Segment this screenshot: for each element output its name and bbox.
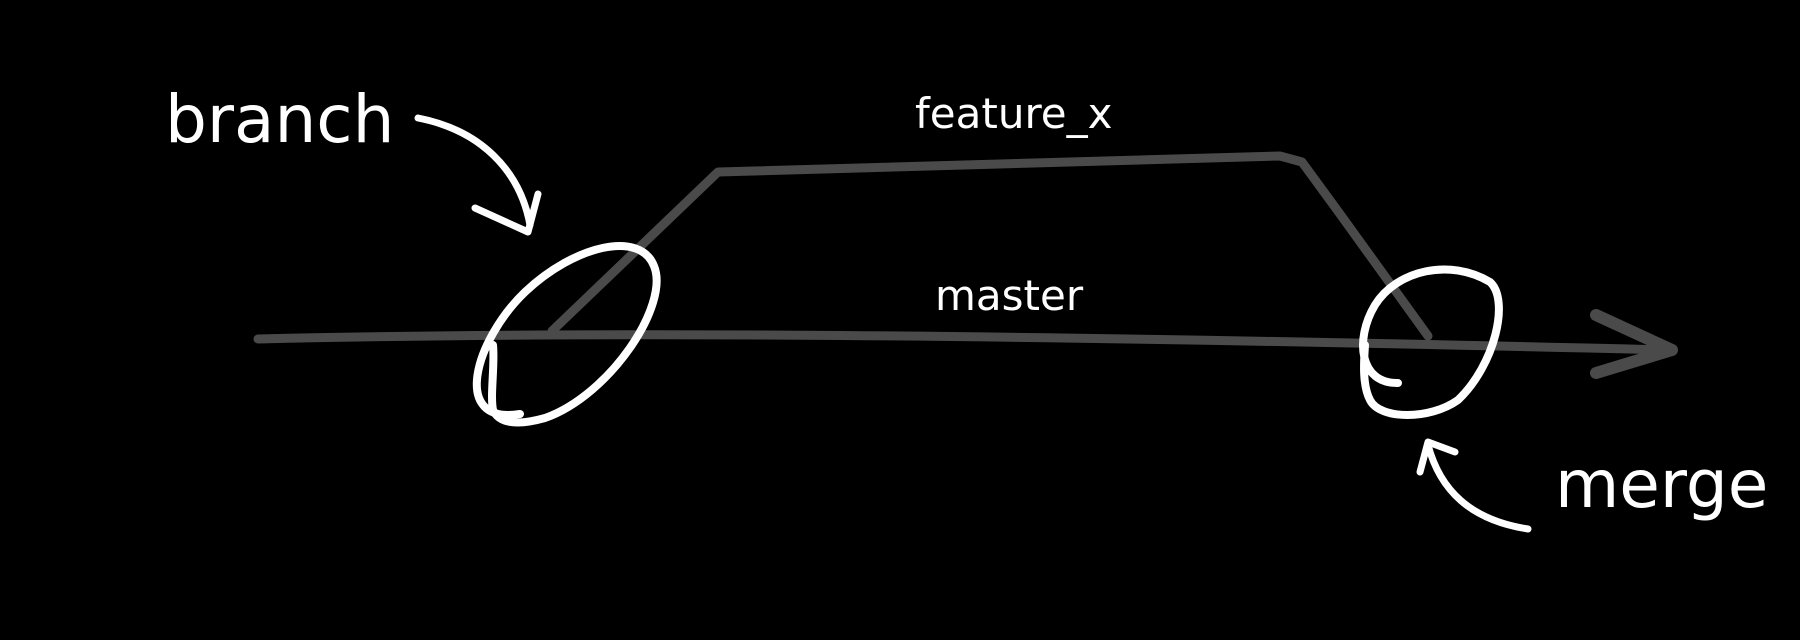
feature-branch-line [547, 151, 1433, 341]
branch-annotation-arrow [414, 114, 534, 229]
branch-annotation-arrow-head-icon [471, 190, 542, 236]
merge-annotation-arrow-head-icon [1416, 438, 1459, 476]
merge-point-circle [1359, 265, 1503, 419]
branch-point-circle [472, 242, 661, 427]
feature-branch-label: feature_x [915, 89, 1113, 138]
merge-label: merge [1555, 446, 1768, 523]
master-branch-label: master [935, 271, 1084, 320]
master-arrow-head-icon [1590, 309, 1678, 379]
branch-label: branch [165, 81, 394, 158]
merge-annotation-arrow [1424, 441, 1532, 533]
master-line [253, 330, 1675, 355]
